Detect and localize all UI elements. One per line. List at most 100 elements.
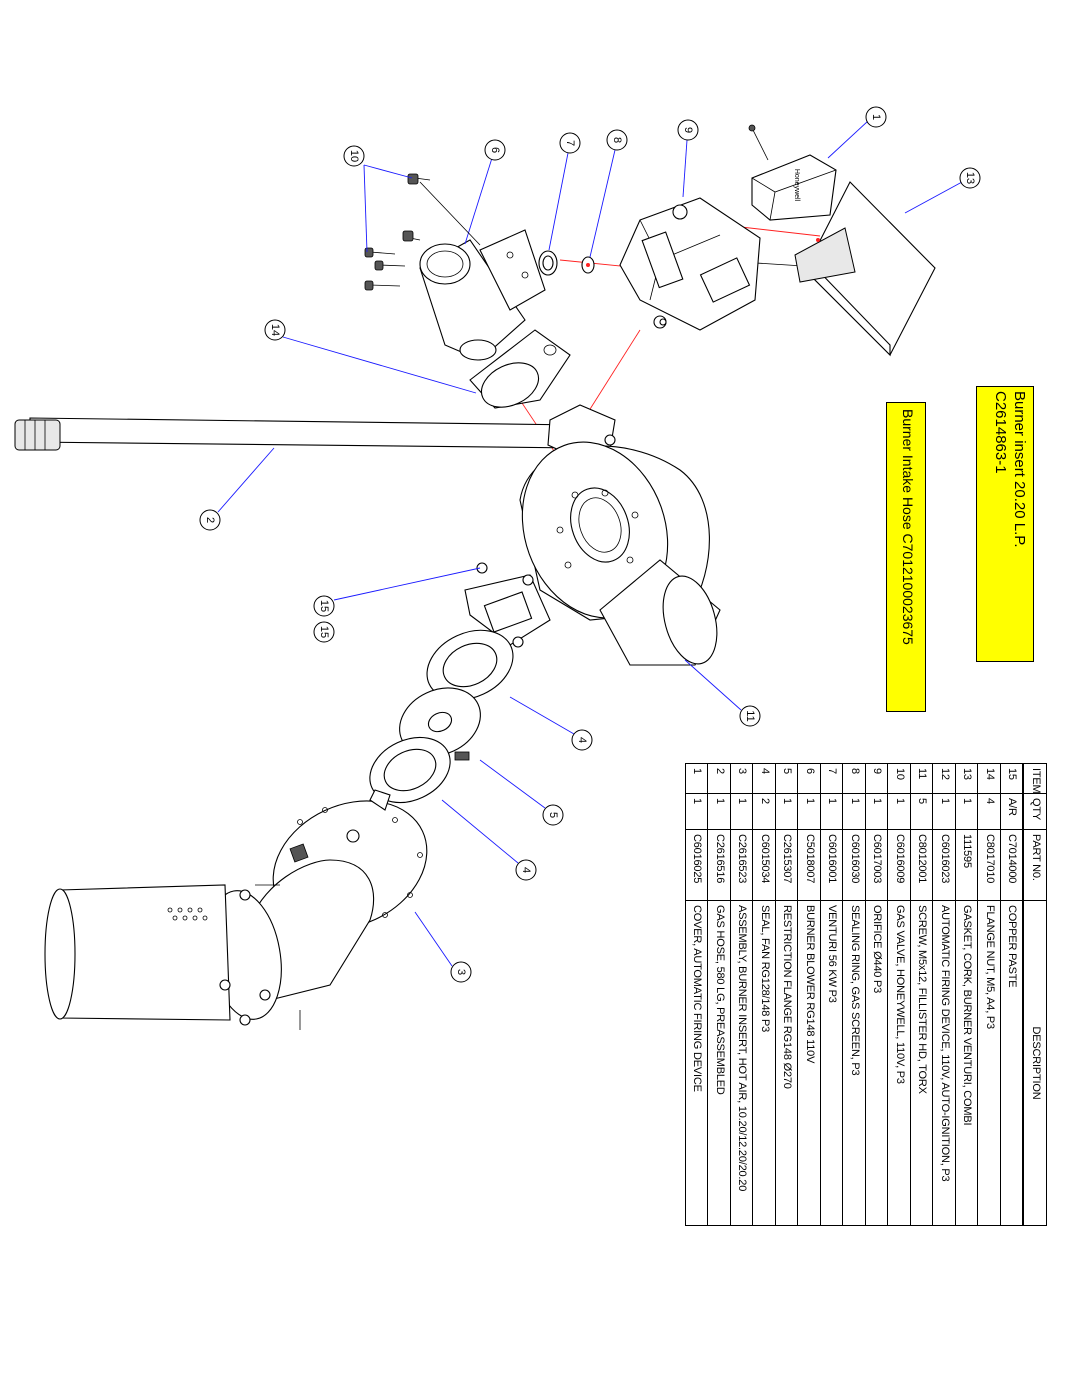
row-part-no: C6016023 — [933, 829, 955, 900]
burner-insert-label: Burner insert 20.20 L.P. C2614863-1 — [976, 386, 1034, 662]
leader-14 — [333, 567, 481, 601]
part-cover-firing-device: Honeywell — [748, 124, 837, 221]
row-description: SEALING RING, GAS SCREEN, P3 — [843, 900, 865, 1226]
row-description: RESTRICTION FLANGE RG148 Ø270 — [776, 900, 798, 1226]
row-part-no: C8017010 — [978, 829, 1000, 900]
row-part-no: C2616523 — [731, 829, 753, 900]
row-qty: 1 — [821, 793, 843, 829]
row-part-no: C7014000 — [1001, 829, 1023, 900]
svg-text:15: 15 — [318, 600, 330, 612]
row-qty: 2 — [753, 793, 775, 829]
svg-text:2: 2 — [204, 517, 216, 523]
row-item: 7 — [821, 763, 843, 793]
leader-13 — [282, 336, 477, 394]
row-description: COPPER PASTE — [1001, 900, 1023, 1226]
svg-text:5: 5 — [547, 812, 559, 818]
leader-11c — [419, 181, 481, 246]
callout-4b: 4 — [515, 859, 537, 881]
row-item: 5 — [776, 763, 798, 793]
leader-10 — [682, 139, 688, 198]
row-item: 2 — [708, 763, 730, 793]
row-qty: 4 — [978, 793, 1000, 829]
svg-text:8: 8 — [611, 137, 623, 143]
row-description: ORIFICE Ø440 P3 — [866, 900, 888, 1226]
part-orifice — [581, 256, 595, 274]
leader-3 — [414, 911, 453, 967]
svg-text:13: 13 — [964, 172, 976, 184]
part-screws — [364, 173, 431, 291]
row-qty: 1 — [776, 793, 798, 829]
row-description: ASSEMBLY, BURNER INSERT, HOT AIR, 10.20/… — [731, 900, 753, 1226]
row-qty: 1 — [866, 793, 888, 829]
burner-insert-line1: Burner insert 20.20 L.P. — [1011, 391, 1028, 548]
row-qty: 1 — [956, 793, 978, 829]
row-description: GASKET, CORK, BURNER VENTURI, COMBI — [956, 900, 978, 1226]
svg-text:11: 11 — [744, 710, 756, 721]
row-qty: 1 — [933, 793, 955, 829]
row-item: 10 — [888, 763, 910, 793]
row-qty: A/R — [1001, 793, 1023, 829]
row-qty: 1 — [798, 793, 820, 829]
row-item: 11 — [911, 763, 933, 793]
svg-text:10: 10 — [348, 150, 360, 162]
row-qty: 1 — [843, 793, 865, 829]
part-sealing-ring — [538, 250, 558, 276]
leader-7 — [464, 157, 493, 245]
callout-14: 15 — [313, 595, 335, 617]
svg-text:9: 9 — [682, 127, 694, 133]
row-description: BURNER BLOWER RG148 110V — [798, 900, 820, 1226]
callout-1: 1 — [865, 106, 887, 128]
svg-text:7: 7 — [564, 140, 576, 146]
brand-logo-text: Honeywell — [793, 169, 800, 202]
row-item: 1 — [686, 763, 708, 793]
row-description: GAS VALVE, HONEYWELL, 110V, P3 — [888, 900, 910, 1226]
part-venturi — [419, 229, 546, 361]
part-gas-valve — [619, 197, 761, 331]
row-part-no: C6015034 — [753, 829, 775, 900]
row-part-no: 111595 — [956, 829, 978, 900]
leader-1 — [827, 120, 869, 159]
row-qty: 1 — [731, 793, 753, 829]
intake-hose-label: Burner Intake Hose C7012100023675 — [886, 402, 926, 712]
header-description: DESCRIPTION — [1024, 900, 1046, 1226]
leader-11a — [363, 164, 413, 179]
row-part-no: C6016025 — [686, 829, 708, 900]
callout-3: 3 — [450, 961, 472, 983]
leader-4a — [509, 696, 575, 735]
row-item: 14 — [978, 763, 1000, 793]
row-description: COVER, AUTOMATIC FIRING DEVICE — [686, 900, 708, 1226]
svg-text:15: 15 — [318, 626, 330, 638]
row-item: 8 — [843, 763, 865, 793]
svg-text:3: 3 — [455, 969, 467, 975]
row-item: 15 — [1001, 763, 1023, 793]
row-part-no: C2615307 — [776, 829, 798, 900]
row-item: 6 — [798, 763, 820, 793]
row-part-no: C2616516 — [708, 829, 730, 900]
row-part-no: C8012001 — [911, 829, 933, 900]
row-description: SCREW, M5x12, FILLISTER HD, TORX — [911, 900, 933, 1226]
svg-text:1: 1 — [870, 114, 882, 120]
leader-2 — [217, 447, 275, 513]
header-part-no: PART N0. — [1024, 829, 1046, 900]
row-description: VENTURI 56 KW P3 — [821, 900, 843, 1226]
row-description: SEAL, FAN RG128/148 P3 — [753, 900, 775, 1226]
row-description: FLANGE NUT, M5, A4, P3 — [978, 900, 1000, 1226]
callout-6: 11 — [739, 705, 761, 727]
callout-11: 10 — [343, 145, 365, 167]
svg-text:4: 4 — [520, 867, 532, 873]
header-qty: QTY — [1024, 793, 1046, 829]
row-part-no: C6017003 — [866, 829, 888, 900]
part-seal-fan-upper — [426, 629, 514, 701]
leader-9 — [589, 149, 616, 258]
